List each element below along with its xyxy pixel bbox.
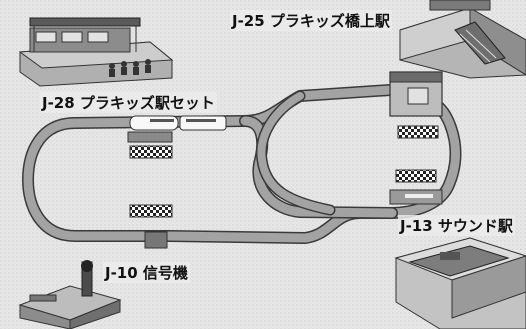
signal-model xyxy=(18,260,122,329)
overpass-station-label: J-25 プラキッズ橋上駅 xyxy=(230,10,392,31)
signal-label: J-10 信号機 xyxy=(103,262,190,283)
crossing-marker xyxy=(129,145,173,159)
sound-station-on-track xyxy=(389,71,443,139)
platform-top xyxy=(127,131,173,143)
crossing-marker xyxy=(129,204,173,218)
overpass-station-model xyxy=(399,0,526,79)
sound-station-label: J-13 サウンド駅 xyxy=(398,215,515,236)
platform-set-model xyxy=(18,17,174,87)
platform-set-label: J-28 プラキッズ駅セット xyxy=(40,92,217,113)
train xyxy=(129,115,227,131)
crossing-marker xyxy=(397,125,439,139)
signal-base-on-track xyxy=(144,231,168,249)
sound-station-model xyxy=(394,237,526,329)
crossing-marker xyxy=(395,169,437,183)
